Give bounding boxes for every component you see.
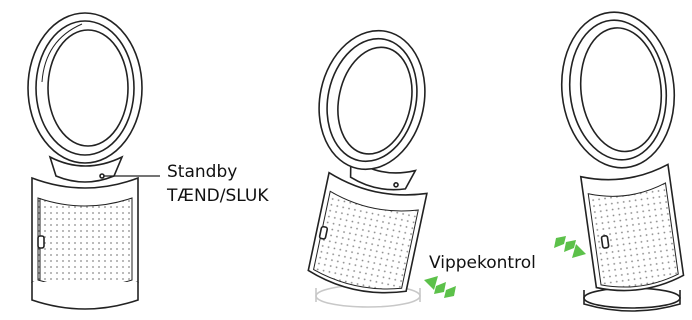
release-button[interactable] (38, 236, 44, 248)
standby-label: Standby (167, 162, 237, 182)
arrow-icon-tilt-forward (554, 236, 586, 258)
arrow-icon-tilt-back (424, 276, 456, 298)
tilt-control-label: Vippekontrol (429, 253, 536, 273)
fan-tilted-back (306, 21, 437, 307)
fan-tilted-forward (554, 7, 684, 311)
fan-upright (28, 13, 160, 309)
power-toggle-label: TÆND/SLUK (167, 186, 269, 206)
